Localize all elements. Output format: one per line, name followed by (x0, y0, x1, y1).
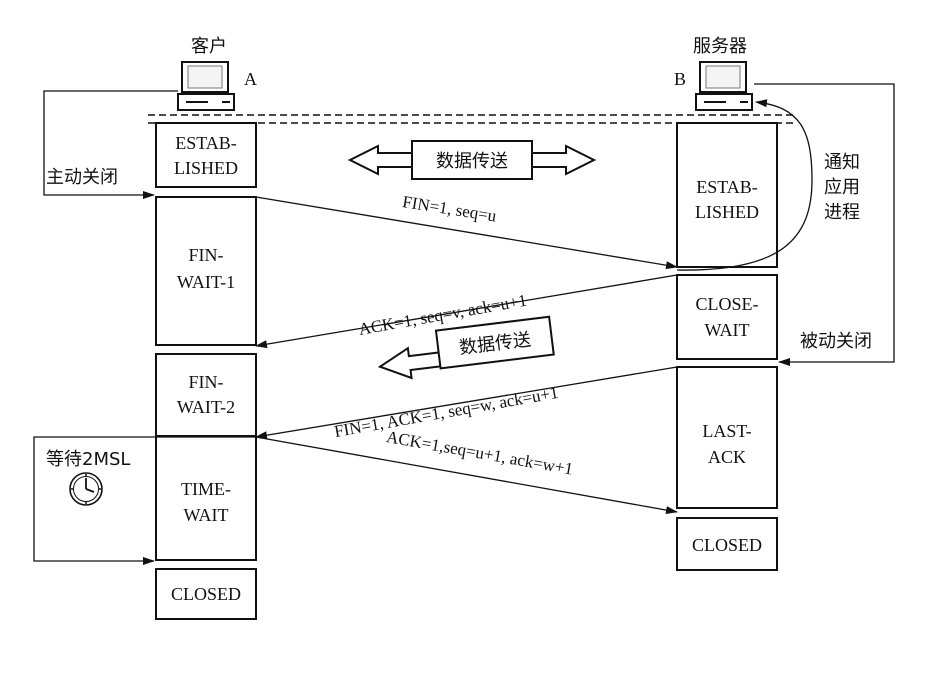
data-transfer-top-label: 数据传送 (436, 151, 508, 172)
server-computer-icon (695, 61, 753, 111)
fin1-label: FIN=1, seq=u (401, 192, 498, 226)
server-state-last-ack-box (676, 366, 778, 509)
server-state-close-wait-line1: CLOSE- (696, 294, 759, 314)
server-state-closed-text: CLOSED (692, 535, 762, 555)
wait-2msl-connector (33, 436, 256, 565)
client-state-established-line1: ESTAB- (175, 133, 237, 153)
client-title: 客户 (191, 36, 227, 57)
passive-close-label: 被动关闭 (800, 331, 872, 352)
client-state-fin-wait-2-line2: WAIT-2 (177, 397, 235, 417)
passive-close-connector (754, 83, 895, 366)
ack1-arrow (255, 274, 678, 349)
client-state-fin-wait-1-box (155, 196, 257, 346)
client-computer-icon (177, 61, 235, 111)
server-letter: B (674, 69, 686, 89)
server-state-close-wait-line2: WAIT (705, 320, 750, 340)
data-transfer-single-arrow: 数据传送 (377, 315, 555, 380)
client-state-fin-wait-1-line2: WAIT-1 (177, 272, 235, 292)
client-state-established-line2: LISHED (174, 158, 238, 178)
client-state-fin-wait-2-line1: FIN- (189, 372, 224, 392)
notify-app-curve (676, 99, 813, 271)
server-state-last-ack-line2: ACK (708, 447, 746, 467)
client-state-time-wait-line2: WAIT (184, 505, 229, 525)
clock-icon (69, 472, 103, 506)
active-close-connector (43, 90, 178, 199)
ack2-arrow (255, 436, 678, 515)
client-state-fin-wait-2-box (155, 353, 257, 437)
fin2-label: FIN=1, ACK=1, seq=w, ack=u+1 (333, 383, 560, 441)
notify-app-line2: 应用 (824, 177, 860, 198)
server-state-close-wait-box (676, 274, 778, 360)
client-state-fin-wait-1-line1: FIN- (189, 245, 224, 265)
server-title: 服务器 (693, 36, 747, 57)
client-state-closed-text: CLOSED (171, 584, 241, 604)
fin2-arrow (255, 366, 678, 440)
client-state-time-wait-line1: TIME- (181, 479, 231, 499)
notify-app-line3: 进程 (824, 202, 860, 223)
server-state-last-ack-line1: LAST- (702, 421, 751, 441)
server-state-established-line1: ESTAB- (696, 177, 758, 197)
data-transfer-double-arrow (347, 140, 597, 180)
wait-2msl-label: 等待2MSL (46, 449, 130, 470)
active-close-label: 主动关闭 (46, 167, 118, 188)
client-letter: A (244, 69, 257, 89)
fin1-arrow (255, 196, 678, 270)
client-state-closed-box (155, 568, 257, 620)
ack2-label: ACK=1,seq=u+1, ack=w+1 (385, 427, 575, 479)
notify-app-line1: 通知 (824, 152, 860, 173)
client-state-established-box (155, 122, 257, 188)
server-state-closed-box (676, 517, 778, 571)
server-state-established-line2: LISHED (695, 202, 759, 222)
network-line (148, 114, 793, 124)
client-state-time-wait-box (155, 435, 257, 561)
